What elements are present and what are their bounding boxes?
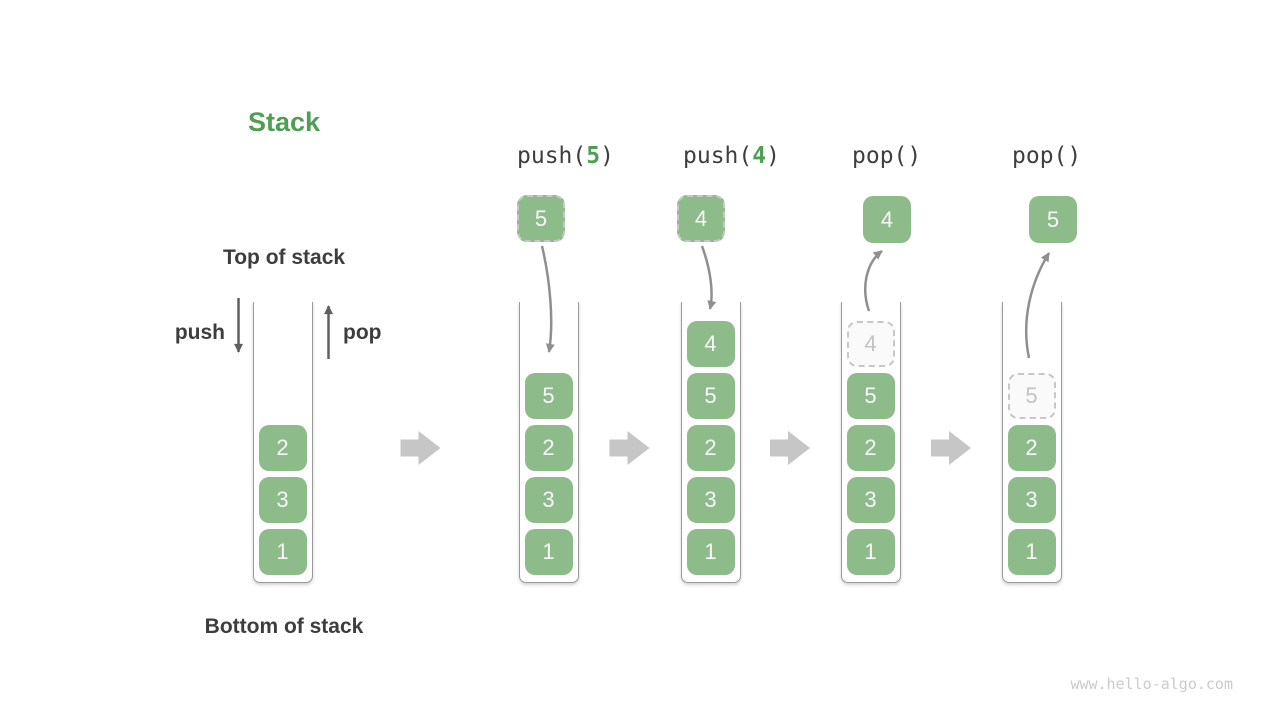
watermark: www.hello-algo.com (1070, 675, 1233, 693)
stack-cell: 4 (686, 321, 735, 367)
popped-value-box: 4 (863, 196, 911, 243)
stack-cell: 2 (1007, 425, 1056, 471)
pop-label: pop (343, 321, 382, 344)
stack-cell: 2 (524, 425, 573, 471)
stack-cell: 1 (686, 529, 735, 575)
stack-cell: 3 (258, 477, 307, 523)
stack-container: 5 2 3 1 (519, 302, 579, 583)
op-prefix: pop() (852, 143, 922, 169)
stack-cell: 2 (686, 425, 735, 471)
stack-container: 5 2 3 1 (1002, 302, 1062, 583)
transition-arrow-icon (609, 431, 650, 465)
stack-cell: 1 (846, 529, 895, 575)
stack-cell: 5 (686, 373, 735, 419)
stack-cell: 1 (258, 529, 307, 575)
stack-container: 2 3 1 (253, 302, 313, 583)
stack-cell: 2 (258, 425, 307, 471)
diagram-title: Stack (247, 107, 321, 137)
push4-curve-arrow-icon (700, 245, 717, 310)
stack-cell-ghost: 5 (1007, 373, 1056, 419)
op-argument: 4 (752, 143, 767, 169)
stack-container: 4 5 2 3 1 (841, 302, 901, 583)
stack-cell: 5 (846, 373, 895, 419)
stack-cell: 3 (524, 477, 573, 523)
stack-cell-ghost: 4 (846, 321, 895, 367)
transition-arrow-icon (931, 431, 971, 465)
op-suffix: ) (600, 143, 614, 169)
operation-label-push5: push(5) (517, 143, 614, 169)
top-of-stack-label: Top of stack (222, 246, 346, 269)
stack-cell: 2 (846, 425, 895, 471)
stack-cell: 3 (1007, 477, 1056, 523)
operation-label-pop1: pop() (852, 143, 921, 169)
incoming-value-box: 5 (517, 195, 565, 242)
op-argument: 5 (586, 143, 601, 169)
operation-label-pop2: pop() (1012, 143, 1081, 169)
stack-cell: 5 (524, 373, 573, 419)
incoming-value-box: 4 (677, 195, 725, 242)
transition-arrow-icon (400, 431, 441, 465)
stack-cell: 3 (846, 477, 895, 523)
stack-cell: 1 (524, 529, 573, 575)
op-prefix: push( (517, 143, 587, 169)
transition-arrow-icon (770, 431, 810, 465)
push-label: push (174, 321, 225, 344)
op-prefix: pop() (1012, 143, 1082, 169)
stack-cell: 1 (1007, 529, 1056, 575)
op-prefix: push( (683, 143, 753, 169)
stack-cell: 3 (686, 477, 735, 523)
operation-label-push4: push(4) (683, 143, 780, 169)
op-suffix: ) (766, 143, 780, 169)
stack-container: 4 5 2 3 1 (681, 302, 741, 583)
bottom-of-stack-label: Bottom of stack (204, 615, 364, 638)
popped-value-box: 5 (1029, 196, 1077, 243)
